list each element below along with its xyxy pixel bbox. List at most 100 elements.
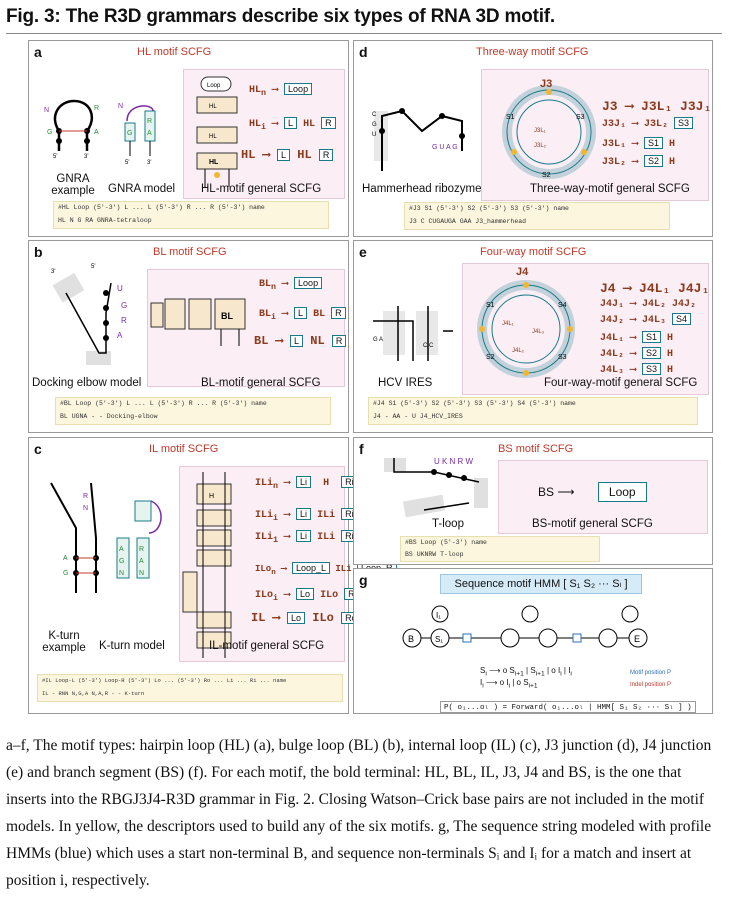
rule-hl-1: HL ⟶ L HL R	[241, 147, 334, 162]
svg-text:G: G	[372, 122, 377, 128]
svg-text:R: R	[83, 493, 88, 500]
bl-scfg-tree: BL	[150, 298, 246, 346]
caption-docking-elbow: Docking elbow model	[32, 377, 142, 389]
il-scfg-tree: H	[182, 472, 232, 658]
svg-text:U K N R W: U K N R W	[434, 457, 474, 466]
table-header: #HL Loop (5'-3') L ... L (5'-3') R ... R…	[58, 204, 265, 211]
svg-text:G: G	[63, 570, 68, 577]
panel-title: HL motif SCFG	[137, 46, 212, 58]
svg-text:J4L₁: J4L₁	[502, 321, 514, 327]
svg-text:N: N	[44, 107, 49, 114]
rule-hl-n: HLn ⟶ Loop	[249, 83, 313, 98]
caption-il-general: IL-motif general SCFG	[209, 640, 325, 652]
panel-label: a	[34, 44, 42, 60]
svg-text:A: A	[94, 129, 99, 136]
svg-text:J3L₂: J3L₂	[534, 143, 547, 149]
svg-text:I₁: I₁	[436, 611, 441, 620]
rule-j4j2: J4J₂ ⟶ J4L₃ S4	[600, 313, 692, 326]
svg-text:3': 3'	[84, 154, 88, 160]
panel-title: BS motif SCFG	[498, 443, 574, 455]
svg-text:3': 3'	[51, 269, 55, 275]
caption-kturn-example: K-turn example	[42, 630, 86, 654]
svg-text:G: G	[121, 301, 127, 310]
svg-text:S3: S3	[558, 354, 567, 361]
svg-text:5': 5'	[91, 264, 95, 270]
caption-gnra-model: GNRA model	[108, 183, 176, 195]
legend-motif-position: Motif position P	[630, 670, 672, 676]
svg-text:S₁: S₁	[435, 635, 443, 644]
svg-text:N: N	[119, 570, 124, 577]
svg-text:C: C	[372, 112, 377, 118]
caption-bl-general: BL-motif general SCFG	[201, 377, 321, 389]
svg-text:A: A	[119, 546, 124, 553]
svg-text:U: U	[372, 132, 376, 138]
caption-hcv-ires: HCV IRES	[378, 377, 433, 389]
svg-text:S4: S4	[558, 302, 567, 309]
svg-text:G U A G: G U A G	[432, 144, 458, 151]
rule-j4j1: J4J₁ ⟶ J4L₂ J4J₂	[600, 299, 697, 310]
table-header: #BL Loop (5'-3') L ... L (5'-3') R ... R…	[60, 400, 267, 407]
table-row: BS UKNRW T-loop	[405, 551, 464, 558]
table-header: #J4 S1 (5'-3') S2 (5'-3') S3 (5'-3') S4 …	[373, 400, 576, 407]
rule-j3: J3 ⟶ J3L₁ J3J₁	[602, 99, 712, 114]
rule-j4l1: J4L₁ ⟶ S1 H	[600, 331, 674, 344]
table-row: BL UGNA - - Docking-elbow	[60, 413, 158, 420]
rule-il-1: ILi1 ⟶ Li ILi Ri	[255, 530, 358, 545]
svg-text:G: G	[119, 558, 124, 565]
scfg-box	[481, 69, 709, 201]
svg-text:A: A	[63, 555, 68, 562]
svg-text:J3L₁: J3L₁	[534, 128, 546, 134]
svg-text:R: R	[139, 546, 144, 553]
panel-label: d	[359, 44, 368, 60]
svg-text:HL: HL	[209, 104, 217, 110]
svg-text:R: R	[94, 105, 99, 112]
table-row: HL N G RA GNRA-tetraloop	[58, 217, 152, 224]
svg-text:B: B	[408, 634, 414, 644]
svg-text:G A: G A	[373, 337, 383, 343]
panel-title: BL motif SCFG	[153, 246, 227, 258]
table-header: #J3 S1 (5'-3') S2 (5'-3') S3 (5'-3') nam…	[409, 205, 569, 212]
rule-ilo-i: ILoi ⟶ Lo ILo Ro	[255, 588, 364, 603]
panel-f: f BS motif SCFG U K N R W BS ⟶ Loop T-lo…	[353, 437, 713, 565]
svg-text:R: R	[121, 316, 127, 325]
rule-il-n: ILin ⟶ Li H Ri	[255, 476, 358, 491]
hmm-title: Sequence motif HMM [ S₁ S₂ ··· Sₗ ]	[440, 574, 642, 594]
svg-text:S3: S3	[576, 114, 585, 121]
svg-text:H: H	[209, 493, 214, 500]
svg-text:N: N	[118, 103, 123, 110]
panel-label: c	[34, 441, 42, 457]
panel-label: g	[359, 572, 368, 588]
svg-text:A: A	[139, 558, 144, 565]
descriptor-table-hl: #HL Loop (5'-3') L ... L (5'-3') R ... R…	[53, 201, 329, 229]
table-row: J4 - AA - U J4_HCV_IRES	[373, 413, 463, 420]
panel-title: IL motif SCFG	[149, 443, 219, 455]
kturn-example-diagram: RN AG	[50, 482, 99, 593]
svg-text:S2: S2	[486, 354, 495, 361]
rule-hl-i: HLi ⟶ L HL R	[249, 117, 336, 132]
svg-text:G: G	[127, 130, 132, 137]
svg-text:C C: C C	[423, 343, 434, 349]
rule-j3l1: J3L₁ ⟶ S1 H	[602, 137, 676, 150]
panel-label: f	[359, 441, 364, 457]
svg-text:N: N	[139, 570, 144, 577]
svg-text:A: A	[147, 130, 152, 137]
rule-il: IL ⟶ Lo ILo Ro	[251, 610, 361, 625]
figure-caption: a–f, The motif types: hairpin loop (HL) …	[6, 732, 724, 894]
docking-elbow-diagram: UG RA 3'5'	[51, 264, 127, 365]
rule-bs: BS ⟶ Loop	[538, 482, 647, 502]
caption-j4-general: Four-way-motif general SCFG	[544, 377, 698, 389]
table-row: IL - RNN N,G,A N,A,R - - K-turn	[42, 690, 145, 697]
caption-j3-general: Three-way-motif general SCFG	[530, 183, 690, 195]
svg-text:J4: J4	[516, 266, 529, 278]
svg-text:G: G	[47, 129, 52, 136]
table-row: J3 C CUGAUGA GAA J3_hammerhead	[409, 218, 527, 225]
hammerhead-diagram: G U A G CGU	[372, 108, 465, 171]
gnra-model-diagram: NG RA 5'3'	[118, 103, 156, 166]
